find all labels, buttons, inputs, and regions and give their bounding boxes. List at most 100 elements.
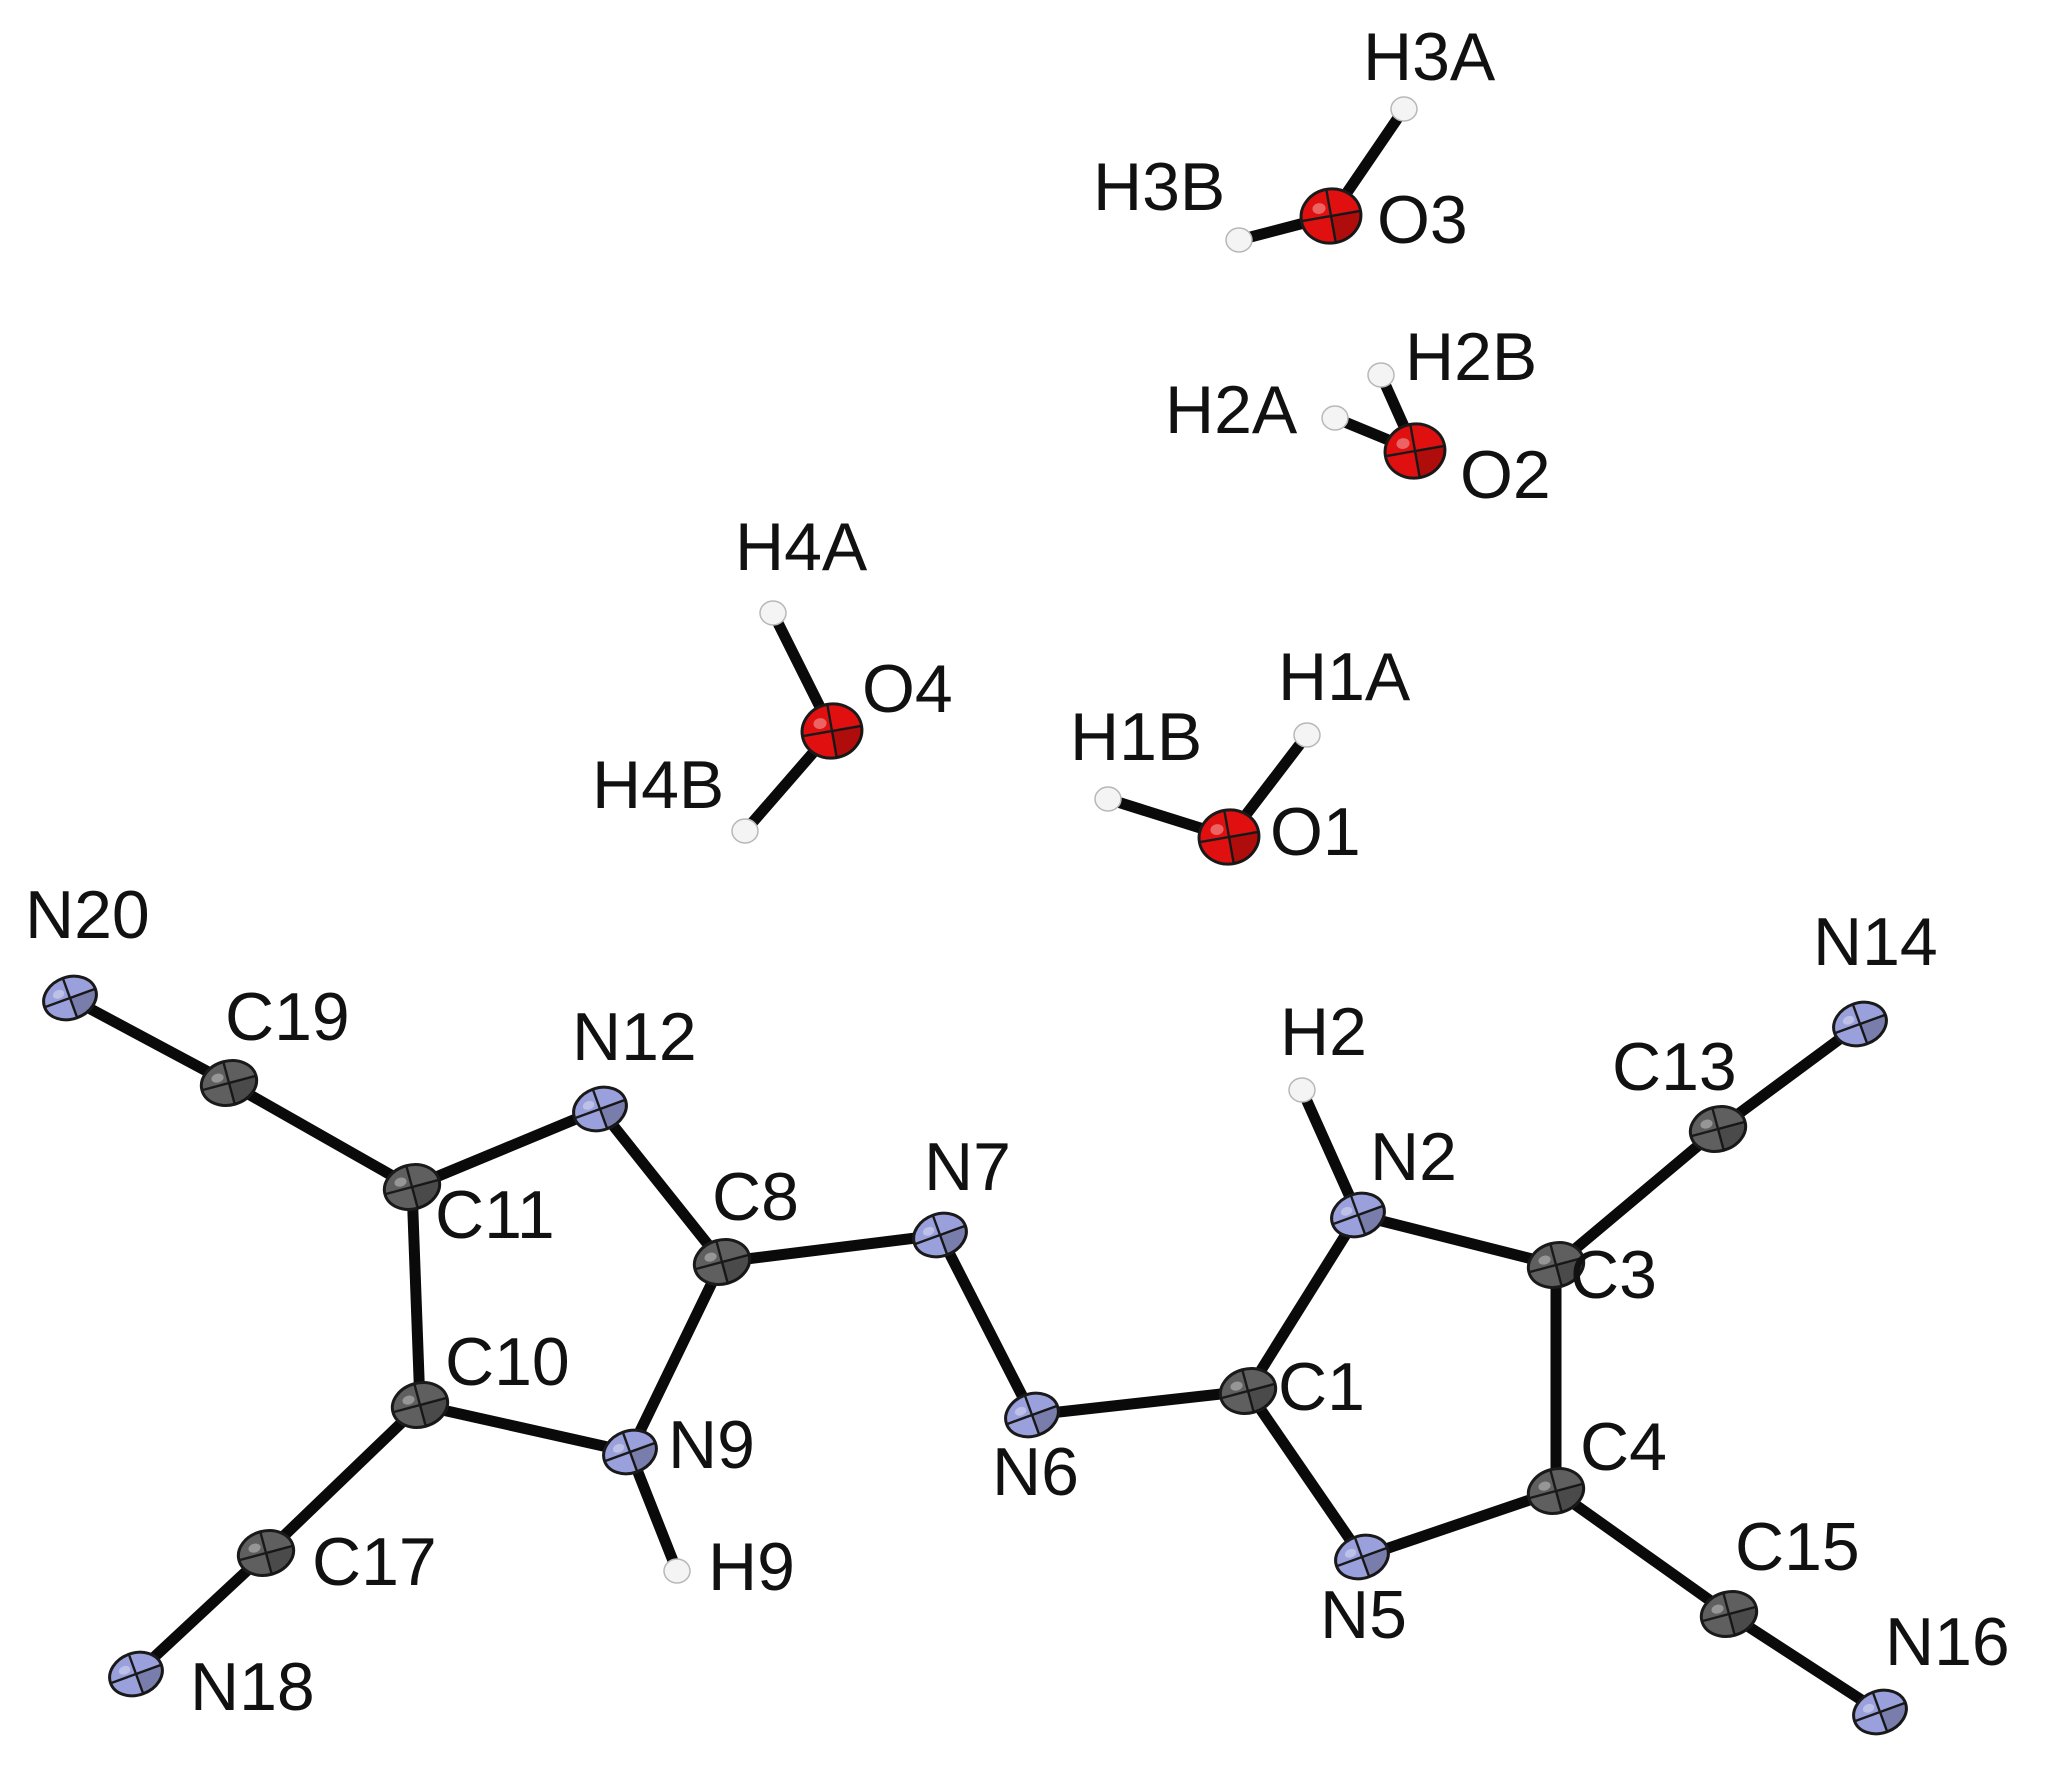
ellipsoid-shading [412, 1179, 440, 1209]
atom-h2a [1321, 405, 1349, 431]
ellipsoid-highlight [1538, 1481, 1551, 1491]
atom-label-o3: O3 [1377, 182, 1468, 258]
bond-c11-n12 [406, 1103, 606, 1193]
ellipsoid-axis-minor [1349, 1194, 1367, 1236]
bond-c10-c17 [260, 1399, 426, 1559]
atom-c15 [1699, 1590, 1759, 1638]
ellipsoid-axis-minor [715, 1240, 729, 1284]
ellipsoid-axis-minor [1711, 1107, 1725, 1151]
bond-layer [64, 103, 1886, 1718]
atom-label-c3: C3 [1570, 1237, 1657, 1313]
bond-n20-c19 [64, 992, 235, 1089]
bond-c8-n7 [716, 1229, 946, 1268]
atom-n18 [108, 1650, 164, 1698]
atom-label-c4: C4 [1580, 1409, 1667, 1485]
bond-n9-c8 [624, 1256, 728, 1458]
bond-n7-n6 [934, 1229, 1038, 1421]
ellipsoid-shading [1248, 1383, 1276, 1413]
atom-n9 [602, 1428, 658, 1476]
ellipsoid-highlight [1344, 1548, 1357, 1558]
ellipsoid-highlight [211, 1073, 224, 1083]
atom-label-h2b: H2B [1405, 319, 1537, 395]
ellipsoid-axis-minor [61, 977, 79, 1019]
bond-n6-c1 [1026, 1385, 1254, 1421]
atom-ellipsoid-h1a [1293, 722, 1321, 748]
atom-label-h9: H9 [708, 1529, 795, 1605]
ellipsoid-shading [1729, 1606, 1757, 1636]
ellipsoid-highlight [394, 1177, 407, 1187]
atom-h3a [1390, 96, 1418, 122]
atom-ellipsoid-h3a [1390, 96, 1418, 122]
bond-c17-n18 [130, 1547, 272, 1680]
ellipsoid-highlight [1711, 1604, 1724, 1614]
atom-c8 [692, 1238, 752, 1286]
ellipsoid-axis-minor [591, 1088, 609, 1130]
atom-ellipsoid-h2 [1288, 1077, 1316, 1103]
atom-label-h1b: H1B [1070, 699, 1202, 775]
atom-label-n16: N16 [1885, 1604, 2010, 1680]
atom-o3 [1299, 187, 1363, 245]
ellipsoid-axis-minor [1409, 424, 1421, 478]
atom-ellipsoid-h2b [1367, 362, 1395, 388]
atom-label-o4: O4 [862, 651, 953, 727]
atom-n5 [1334, 1533, 1390, 1581]
atom-layer [42, 96, 1908, 1736]
atom-ellipsoid-h3b [1225, 227, 1253, 253]
atom-o4 [800, 702, 864, 760]
ellipsoid-shading [1229, 831, 1259, 864]
atom-label-c17: C17 [312, 1524, 437, 1600]
ellipsoid-highlight [813, 718, 827, 729]
atom-n6 [1004, 1391, 1060, 1439]
atom-c13 [1688, 1105, 1748, 1153]
ellipsoid-axis-minor [1325, 189, 1337, 243]
ellipsoid-axis-minor [1023, 1394, 1041, 1436]
atom-n12 [572, 1085, 628, 1133]
ellipsoid-axis-minor [405, 1165, 419, 1209]
atom-label-c11: C11 [435, 1177, 555, 1253]
ellipsoid-axis-minor [931, 1214, 949, 1256]
atom-label-c15: C15 [1735, 1509, 1860, 1585]
atom-ellipsoid-h2a [1321, 405, 1349, 431]
ellipsoid-shading [1860, 1014, 1887, 1044]
ellipsoid-axis-minor [1851, 1003, 1869, 1045]
atom-label-h4b: H4B [592, 747, 724, 823]
atom-c4 [1526, 1467, 1586, 1515]
ellipsoid-highlight [1862, 1703, 1875, 1713]
ellipsoid-highlight [118, 1665, 131, 1675]
ellipsoid-highlight [1312, 203, 1326, 214]
bond-c13-n14 [1712, 1018, 1866, 1135]
bond-c19-c11 [223, 1077, 418, 1193]
ellipsoid-axis-minor [222, 1061, 236, 1105]
atom-h1a [1293, 722, 1321, 748]
ellipsoid-shading [1032, 1405, 1059, 1435]
atom-label-o1: O1 [1270, 794, 1361, 870]
atom-label-c13: C13 [1612, 1029, 1737, 1105]
ellipsoid-highlight [1230, 1381, 1243, 1391]
ellipsoid-shading [1556, 1483, 1584, 1513]
atom-label-n18: N18 [190, 1649, 315, 1725]
ellipsoid-axis-minor [1722, 1592, 1736, 1636]
bond-n12-c8 [594, 1103, 728, 1268]
atom-c3 [1526, 1241, 1586, 1289]
ellipsoid-shading [1331, 210, 1361, 243]
atom-o1 [1197, 808, 1261, 866]
atom-c10 [390, 1381, 450, 1429]
atom-h3b [1225, 227, 1253, 253]
atom-h1b [1094, 786, 1122, 812]
ellipsoid-highlight [1340, 1206, 1353, 1216]
ellipsoid-axis-minor [1223, 810, 1235, 864]
atom-n7 [912, 1211, 968, 1259]
bond-c1-n2 [1242, 1209, 1364, 1397]
ellipsoid-axis-minor [1549, 1243, 1563, 1287]
ellipsoid-highlight [612, 1443, 625, 1453]
ellipsoid-shading [136, 1664, 163, 1694]
atom-label-n2: N2 [1370, 1119, 1457, 1195]
ellipsoid-shading [600, 1099, 627, 1129]
atom-label-c10: C10 [445, 1324, 570, 1400]
atom-ellipsoid-h4a [759, 600, 787, 626]
bond-c11-c10 [406, 1181, 426, 1411]
atom-label-h2: H2 [1280, 994, 1367, 1070]
bond-c15-n16 [1723, 1608, 1886, 1718]
ellipsoid-shading [832, 725, 862, 758]
atom-label-c1: C1 [1278, 1349, 1365, 1425]
